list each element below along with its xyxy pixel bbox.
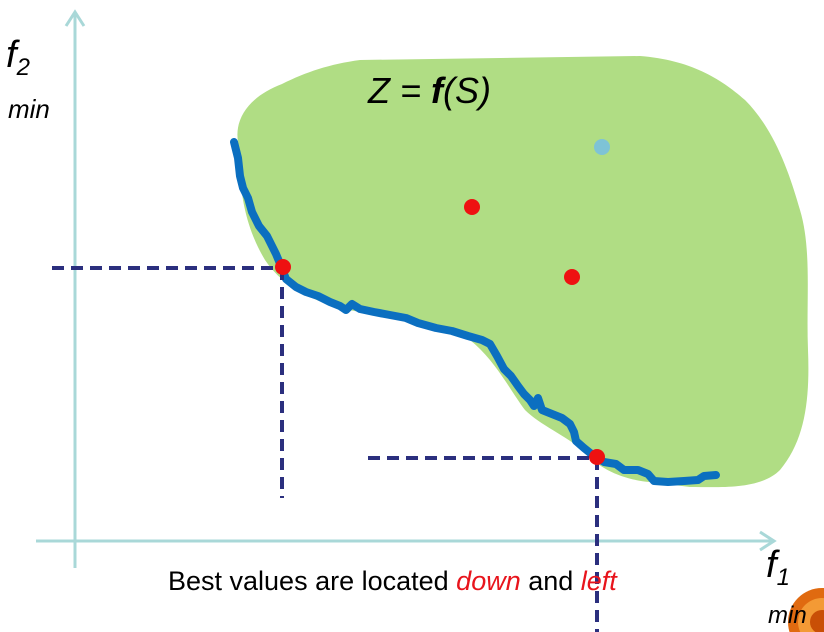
y-axis-symbol: f [6, 34, 17, 76]
x-axis-arrowhead [759, 530, 777, 552]
corner-logo-icon [788, 588, 824, 632]
interior-point-blue [594, 139, 610, 155]
caption-prefix: Best values are located [168, 566, 457, 596]
caption-word-left: left [580, 566, 617, 596]
region-label-lhs: Z = [368, 70, 432, 111]
region-label: Z = f(S) [368, 70, 491, 112]
x-axis-symbol: f [766, 544, 777, 586]
x-axis-subscript: 1 [776, 564, 790, 591]
interior-point-red-1 [464, 199, 480, 215]
y-axis-qualifier: min [8, 94, 50, 124]
caption: Best values are located down and left [168, 566, 617, 597]
x-axis-label: f1 [766, 546, 790, 590]
y-axis-label: f2 [6, 36, 30, 80]
pareto-point-upper [275, 259, 291, 275]
region-label-func: f [431, 70, 444, 111]
interior-point-red-2 [564, 269, 580, 285]
y-axis-arrowhead [64, 9, 86, 27]
pareto-front-curve [230, 138, 720, 486]
x-axis-qualifier: min [768, 602, 807, 629]
pareto-point-lower [589, 449, 605, 465]
region-label-arg: (S) [443, 70, 492, 111]
feasible-region [237, 56, 809, 488]
caption-word-down: down [456, 566, 521, 596]
caption-middle: and [520, 566, 581, 596]
y-axis-subscript: 2 [16, 54, 30, 81]
